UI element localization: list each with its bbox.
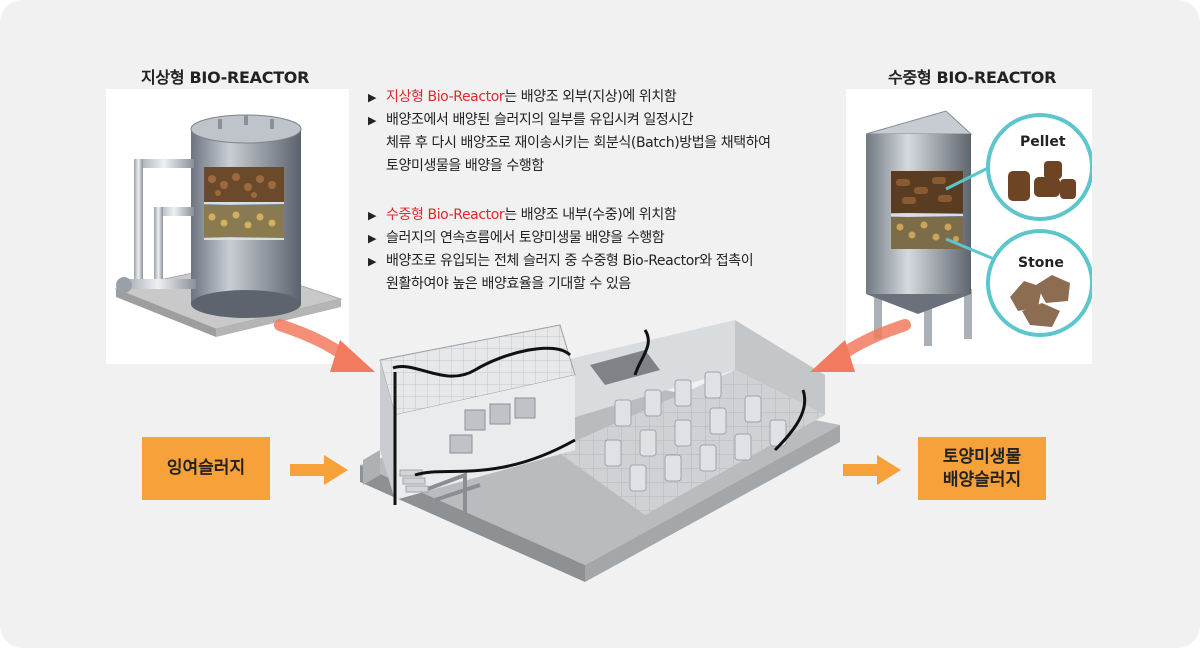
description-continuation: 원활하여야 높은 배양효율을 기대할 수 있음 bbox=[386, 276, 631, 292]
bullet-icon: ▶ bbox=[368, 209, 377, 222]
stone-label: Stone bbox=[1018, 255, 1064, 271]
line-text: 배양조에서 배양된 슬러지의 일부를 유입시켜 일정시간 bbox=[386, 112, 694, 128]
cultured-sludge-line: 배양슬러지 bbox=[942, 469, 1022, 490]
description-line: ▶ 배양조로 유입되는 전체 슬러지 중 수중형 Bio-Reactor와 접촉이 bbox=[368, 250, 754, 273]
bullet-icon: ▶ bbox=[368, 232, 377, 245]
above-ground-reactor-title: 지상형 BIO-REACTOR bbox=[141, 68, 310, 87]
highlight-text: 수중형 Bio-Reactor bbox=[386, 207, 505, 223]
submerged-reactor-photo bbox=[846, 89, 1094, 364]
highlight-text: 지상형 Bio-Reactor bbox=[386, 89, 505, 105]
pellet-callout-circle bbox=[986, 113, 1094, 221]
line-text: 는 배양조 외부(지상)에 위치함 bbox=[504, 89, 677, 105]
output-arrow-icon bbox=[843, 455, 901, 485]
line-text: 배양조로 유입되는 전체 슬러지 중 수중형 Bio-Reactor와 접촉이 bbox=[386, 253, 754, 269]
line-text: 는 배양조 내부(수중)에 위치함 bbox=[504, 207, 677, 223]
description-line: ▶ 슬러지의 연속흐름에서 토양미생물 배양을 수행함 bbox=[368, 227, 753, 250]
description-continuation: 토양미생물을 배양을 수행함 bbox=[386, 158, 544, 174]
right-flow-arrow-icon bbox=[810, 319, 911, 372]
description-line: ▶ 지상형 Bio-Reactor는 배양조 외부(지상)에 위치함 bbox=[368, 86, 771, 109]
treatment-plant-illustration bbox=[360, 320, 840, 582]
line-text: 슬러지의 연속흐름에서 토양미생물 배양을 수행함 bbox=[386, 230, 665, 246]
left-flow-arrow-icon bbox=[274, 319, 375, 372]
description-continuation: 체류 후 다시 배양조로 재이송시키는 회분식(Batch)방법을 채택하여 bbox=[386, 135, 771, 151]
bullet-icon: ▶ bbox=[368, 114, 377, 127]
excess-sludge-box: 잉여슬러지 bbox=[142, 437, 270, 500]
cultured-sludge-box: 토양미생물 배양슬러지 bbox=[918, 437, 1046, 500]
description-line: ▶ 수중형 Bio-Reactor는 배양조 내부(수중)에 위치함 bbox=[368, 204, 753, 227]
bullet-icon: ▶ bbox=[368, 91, 377, 104]
input-arrow-icon bbox=[290, 455, 348, 485]
submerged-description: ▶ 수중형 Bio-Reactor는 배양조 내부(수중)에 위치함 ▶ 슬러지의 … bbox=[368, 204, 754, 296]
description-line: ▶ 배양조에서 배양된 슬러지의 일부를 유입시켜 일정시간 bbox=[368, 109, 771, 132]
above-ground-reactor-illustration bbox=[114, 114, 343, 337]
pellet-label: Pellet bbox=[1020, 134, 1066, 150]
bullet-icon: ▶ bbox=[368, 255, 377, 268]
above-ground-reactor-photo bbox=[106, 89, 349, 364]
submerged-reactor-illustration bbox=[865, 110, 1094, 346]
cultured-sludge-line: 토양미생물 bbox=[942, 446, 1022, 467]
submerged-reactor-title: 수중형 BIO-REACTOR bbox=[888, 68, 1057, 87]
above-ground-description: ▶ 지상형 Bio-Reactor는 배양조 외부(지상)에 위치함 ▶ 배양조에서… bbox=[368, 86, 771, 178]
